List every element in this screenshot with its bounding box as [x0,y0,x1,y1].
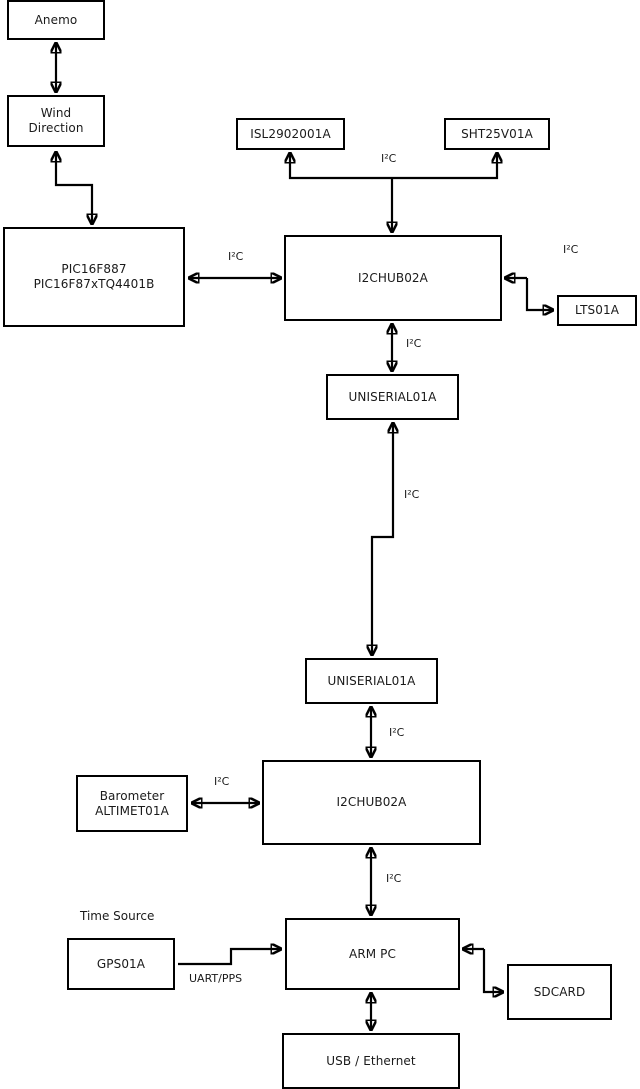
edge-label-i2c-hub-lts: I²C [563,243,579,256]
node-wind-direction[interactable]: Wind Direction [7,95,105,147]
wire-bus-isl [290,153,392,180]
edge-label-i2c-uniserial-hub2: I²C [389,726,405,739]
node-label-arm-pc: ARM PC [349,946,396,961]
node-label-isl2902001a: ISL2902001A [250,126,331,141]
edge-label-i2c-uniserial-chain: I²C [404,488,420,501]
node-isl2902001a[interactable]: ISL2902001A [236,118,345,150]
node-uniserial01a-top[interactable]: UNISERIAL01A [326,374,459,420]
node-label-uniserial01a-bottom: UNISERIAL01A [327,673,416,688]
node-usb-ethernet[interactable]: USB / Ethernet [282,1033,460,1089]
node-barometer-altimet01a[interactable]: Barometer ALTIMET01A [76,775,188,832]
edge-label-i2c-top-bus: I²C [381,152,397,165]
edge-label-i2c-barometer-hub2: I²C [214,775,230,788]
node-pic-mcu[interactable]: PIC16F887 PIC16F87xTQ4401B [3,227,185,327]
node-sdcard[interactable]: SDCARD [507,964,612,1020]
node-label-sht25v01a: SHT25V01A [461,126,533,141]
node-label-wind-direction: Wind Direction [28,106,84,135]
node-sht25v01a[interactable]: SHT25V01A [444,118,550,150]
wire-uniserial-chain [372,423,393,655]
node-gps01a[interactable]: GPS01A [67,938,175,990]
edge-label-i2c-pic-hub: I²C [228,250,244,263]
node-arm-pc[interactable]: ARM PC [285,918,460,990]
node-label-pic-mcu: PIC16F887 PIC16F87xTQ4401B [33,262,155,291]
node-label-i2chub02a-bottom: I2CHUB02A [336,795,407,809]
node-label-barometer-altimet01a: Barometer ALTIMET01A [95,788,169,818]
edge-label-uart-pps: UART/PPS [189,972,243,985]
wire-armpc-sdcard-out [482,949,503,992]
node-anemo[interactable]: Anemo [7,0,105,40]
node-label-sdcard: SDCARD [533,984,586,999]
node-label-lts01a: LTS01A [574,303,620,317]
node-lts01a[interactable]: LTS01A [557,295,637,326]
node-label-uniserial01a-top: UNISERIAL01A [348,389,437,404]
node-i2chub02a-bottom[interactable]: I2CHUB02A [262,760,481,845]
node-label-anemo: Anemo [34,12,78,27]
wire-hubtop-lts-out [525,278,553,310]
node-uniserial01a-bottom[interactable]: UNISERIAL01A [305,658,438,704]
wire-bus-sht [392,153,497,180]
wire-gps-armpc [178,949,281,966]
edge-label-i2c-hub2-armpc: I²C [386,872,402,885]
node-i2chub02a-top[interactable]: I2CHUB02A [284,235,502,321]
label-time-source: Time Source [80,909,155,923]
node-label-gps01a: GPS01A [96,956,146,971]
edge-label-i2c-hub-uniserial: I²C [406,337,422,350]
node-label-usb-ethernet: USB / Ethernet [326,1053,416,1068]
node-label-i2chub02a-top: I2CHUB02A [358,270,428,285]
wire-wind-pic [56,152,92,224]
